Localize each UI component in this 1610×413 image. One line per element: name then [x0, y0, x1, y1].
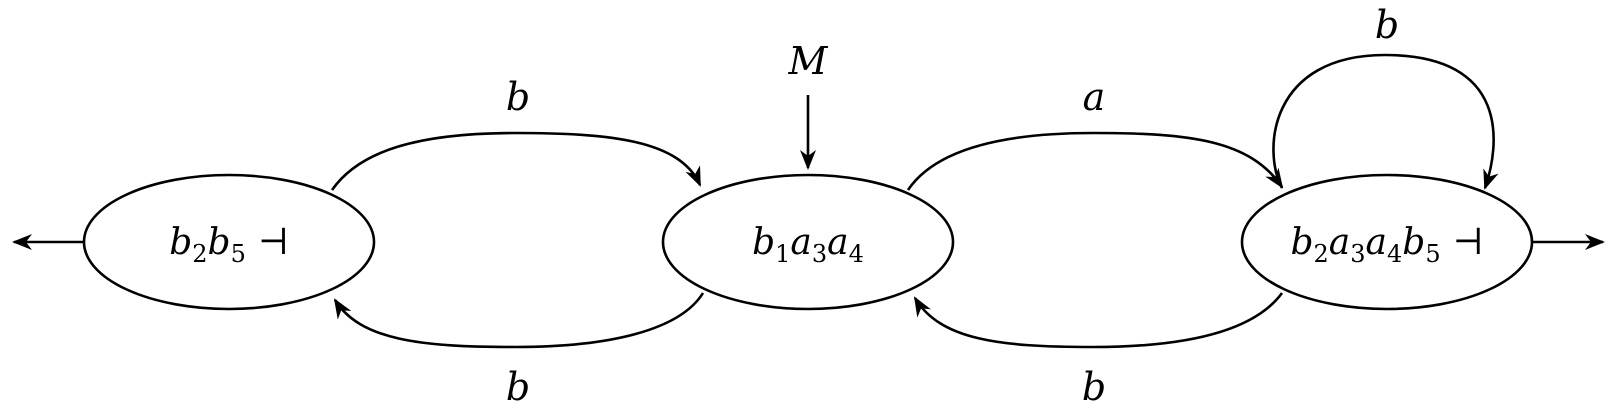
- edge-label-right-self: b: [1375, 3, 1399, 47]
- edge-mid-to-left: [333, 292, 705, 349]
- edge-left-to-mid: [330, 131, 702, 191]
- edge-label-right-to-mid: b: [1082, 365, 1106, 409]
- edge-right-self-loop: [1272, 53, 1499, 190]
- edge-right-to-mid: [913, 292, 1284, 349]
- state-left-label: b2b5⊣: [169, 222, 289, 268]
- edge-label-mid-to-left: b: [506, 365, 530, 409]
- state-middle: b1a3a4: [661, 173, 955, 311]
- start-label: M: [788, 39, 829, 83]
- edge-label-left-to-mid: b: [506, 75, 530, 119]
- edge-label-mid-to-right: a: [1083, 75, 1106, 119]
- state-middle-label: b1a3a4: [752, 222, 864, 268]
- state-left: b2b5⊣: [82, 173, 376, 311]
- state-right: b2a3a4b5⊣: [1240, 173, 1534, 311]
- state-right-label: b2a3a4b5⊣: [1290, 222, 1483, 268]
- edge-mid-to-right: [906, 131, 1284, 191]
